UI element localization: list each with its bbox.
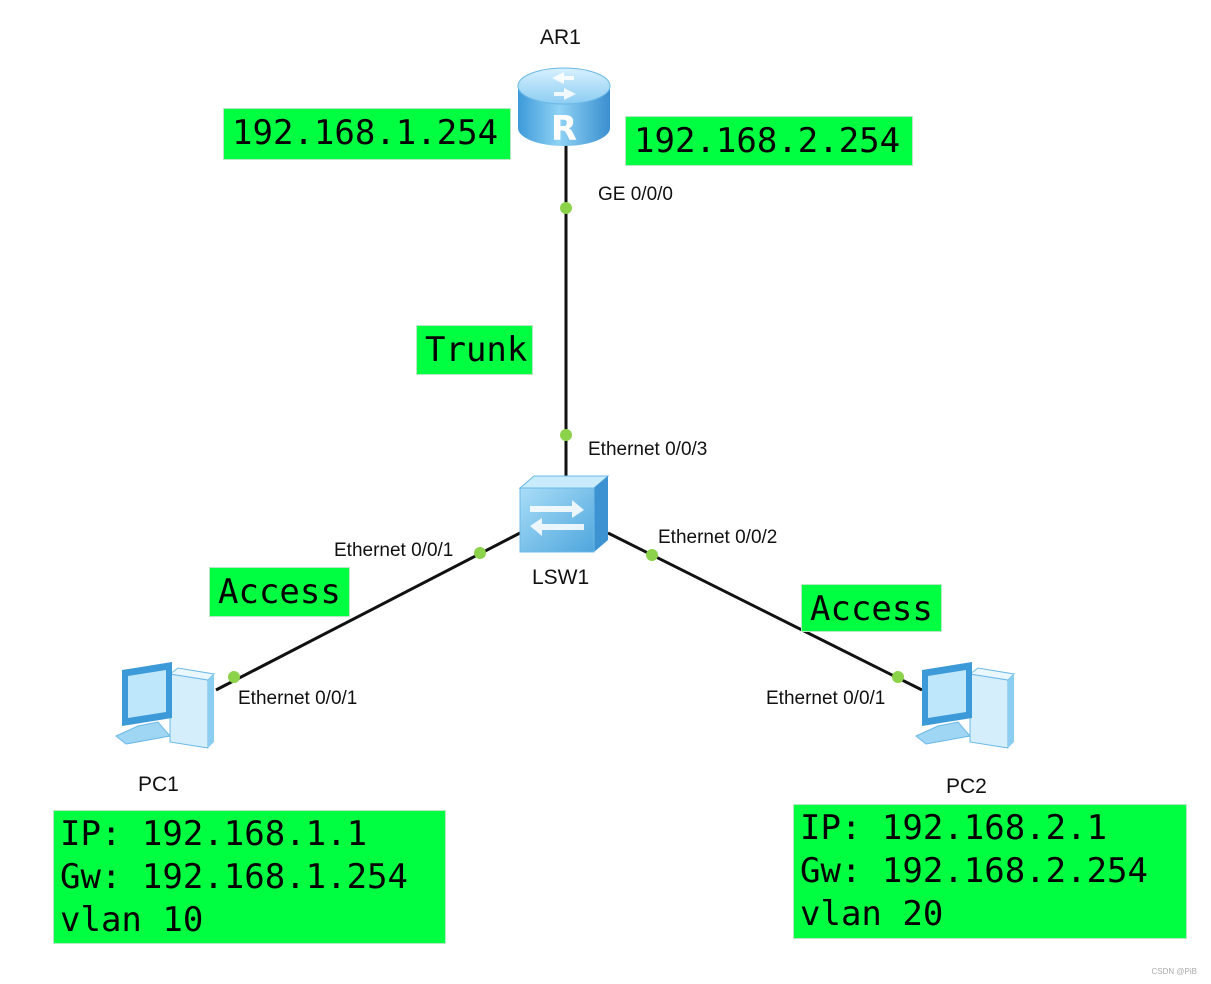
port-label-pc2-e1: Ethernet 0/0/1 (766, 688, 886, 709)
port-dot-switch-e3 (560, 429, 572, 441)
link-switch-pc1 (215, 531, 521, 692)
router-left-ip-tag: 192.168.1.254 (223, 108, 511, 160)
pc1-gateway: Gw: 192.168.1.254 (60, 857, 408, 897)
port-dot-switch-e1 (474, 547, 486, 559)
svg-text:R: R (551, 109, 577, 149)
router-name: AR1 (540, 26, 581, 49)
pc1-name: PC1 (138, 773, 179, 796)
pc2-gateway: Gw: 192.168.2.254 (800, 851, 1148, 891)
router-right-ip-tag: 192.168.2.254 (625, 116, 913, 166)
port-dot-router-ge (560, 202, 572, 214)
pc1-icon[interactable] (108, 656, 218, 756)
trunk-tag: Trunk (416, 325, 533, 375)
pc2-icon[interactable] (908, 656, 1018, 756)
pc2-ip: IP: 192.168.2.1 (800, 808, 1108, 848)
port-dot-switch-e2 (646, 549, 658, 561)
pc2-name: PC2 (946, 775, 987, 798)
pc2-vlan: vlan 20 (800, 894, 944, 934)
port-label-switch-e3: Ethernet 0/0/3 (588, 439, 708, 460)
router-icon[interactable]: R (514, 58, 614, 154)
pc1-ip: IP: 192.168.1.1 (60, 814, 368, 854)
switch-icon[interactable] (516, 474, 612, 556)
pc2-info-box: IP: 192.168.2.1 Gw: 192.168.2.254 vlan 2… (793, 804, 1187, 939)
pc1-vlan: vlan 10 (60, 900, 204, 940)
port-label-router-ge: GE 0/0/0 (598, 184, 673, 205)
watermark: CSDN @PiB (1151, 967, 1197, 976)
access-right-tag: Access (801, 584, 942, 632)
port-dot-pc2-e1 (892, 671, 904, 683)
port-label-switch-e1: Ethernet 0/0/1 (334, 540, 454, 561)
access-left-tag: Access (209, 567, 350, 617)
port-dot-pc1-e1 (228, 671, 240, 683)
link-switch-pc2 (607, 531, 923, 692)
pc1-info-box: IP: 192.168.1.1 Gw: 192.168.1.254 vlan 1… (53, 810, 446, 944)
port-label-pc1-e1: Ethernet 0/0/1 (238, 688, 358, 709)
switch-name: LSW1 (532, 566, 590, 589)
port-label-switch-e2: Ethernet 0/0/2 (658, 527, 778, 548)
